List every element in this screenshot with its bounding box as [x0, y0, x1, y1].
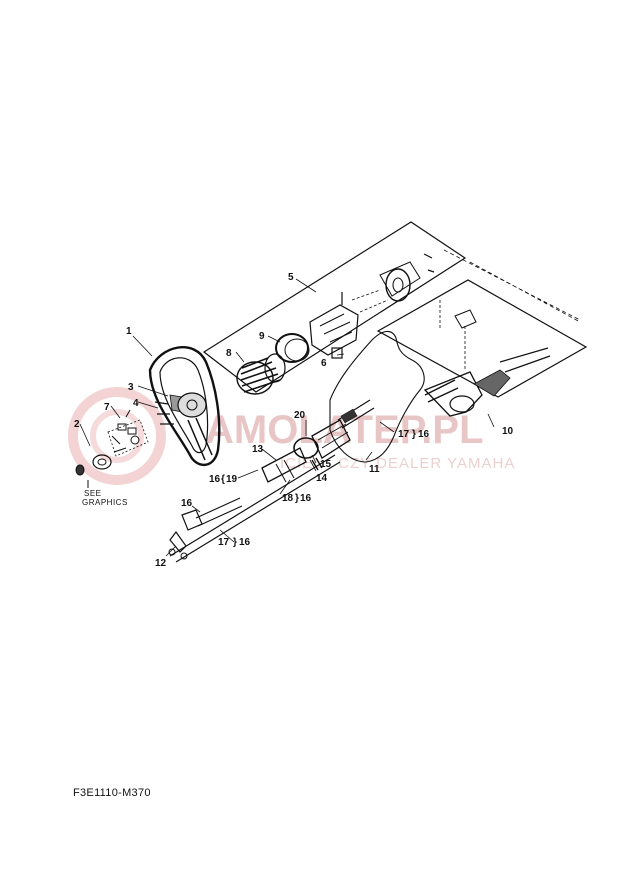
callout-5: 5 — [288, 272, 294, 283]
callout-7: 7 — [104, 402, 110, 413]
see-graphics-note: SEE GRAPHICS — [82, 489, 128, 507]
callout-16d: 16 — [418, 429, 430, 440]
brace-mark: } — [412, 429, 416, 440]
callout-2: 2 — [74, 419, 80, 430]
callout-17a: 17 — [218, 537, 230, 548]
callout-16c: 16 — [239, 537, 251, 548]
cable-assembly-10 — [423, 300, 551, 417]
hub-bolts — [154, 401, 174, 425]
callout-1: 1 — [126, 326, 132, 337]
callout-16e: 16 — [300, 493, 312, 504]
brace-mark: } — [233, 537, 237, 548]
callout-4: 4 — [133, 398, 139, 409]
drawing-code: F3E1110-M370 — [73, 787, 151, 799]
watermark-sub-text: ICIEL · CZY DEALER YAMAHA — [280, 455, 515, 472]
callout-8: 8 — [226, 348, 232, 359]
callout-16a: 16 — [209, 474, 221, 485]
callout-9: 9 — [259, 331, 265, 342]
projection-lines — [443, 249, 581, 323]
callout-12: 12 — [155, 558, 167, 569]
callout-16b: 16 — [181, 498, 193, 509]
callout-18: 18 — [282, 493, 294, 504]
callout-14: 14 — [316, 473, 328, 484]
bracket-11 — [329, 330, 425, 463]
brace-mark: } — [295, 493, 299, 504]
callout-17b: 17 — [398, 429, 410, 440]
note-line-2: GRAPHICS — [82, 498, 128, 507]
steering-wheel — [148, 346, 221, 467]
callout-6: 6 — [321, 358, 327, 369]
group-box-10 — [376, 279, 588, 398]
bellows-8 — [236, 353, 286, 395]
group-box-5 — [202, 221, 467, 393]
coupling-20 — [293, 419, 351, 471]
callout-3: 3 — [128, 382, 134, 393]
brace-mark: { — [221, 474, 225, 485]
callout-20: 20 — [294, 410, 306, 421]
leader-lines — [79, 278, 495, 557]
callout-15: 15 — [320, 459, 332, 470]
callout-13: 13 — [252, 444, 264, 455]
universal-joint — [168, 497, 243, 560]
callout-labels: 1 2 3 4 5 6 7 8 9 10 11 12 13 14 15 20 1… — [74, 272, 514, 569]
callout-10: 10 — [502, 426, 514, 437]
housing-assembly — [309, 253, 435, 359]
watermark: AMOLATEP.PL ICIEL · CZY DEALER YAMAHA — [68, 387, 515, 485]
small-hardware — [75, 409, 149, 488]
callout-11: 11 — [369, 464, 380, 475]
note-line-1: SEE — [84, 489, 102, 498]
callout-19: 19 — [226, 474, 238, 485]
steering-shaft — [169, 399, 375, 563]
ring-9 — [275, 333, 310, 363]
